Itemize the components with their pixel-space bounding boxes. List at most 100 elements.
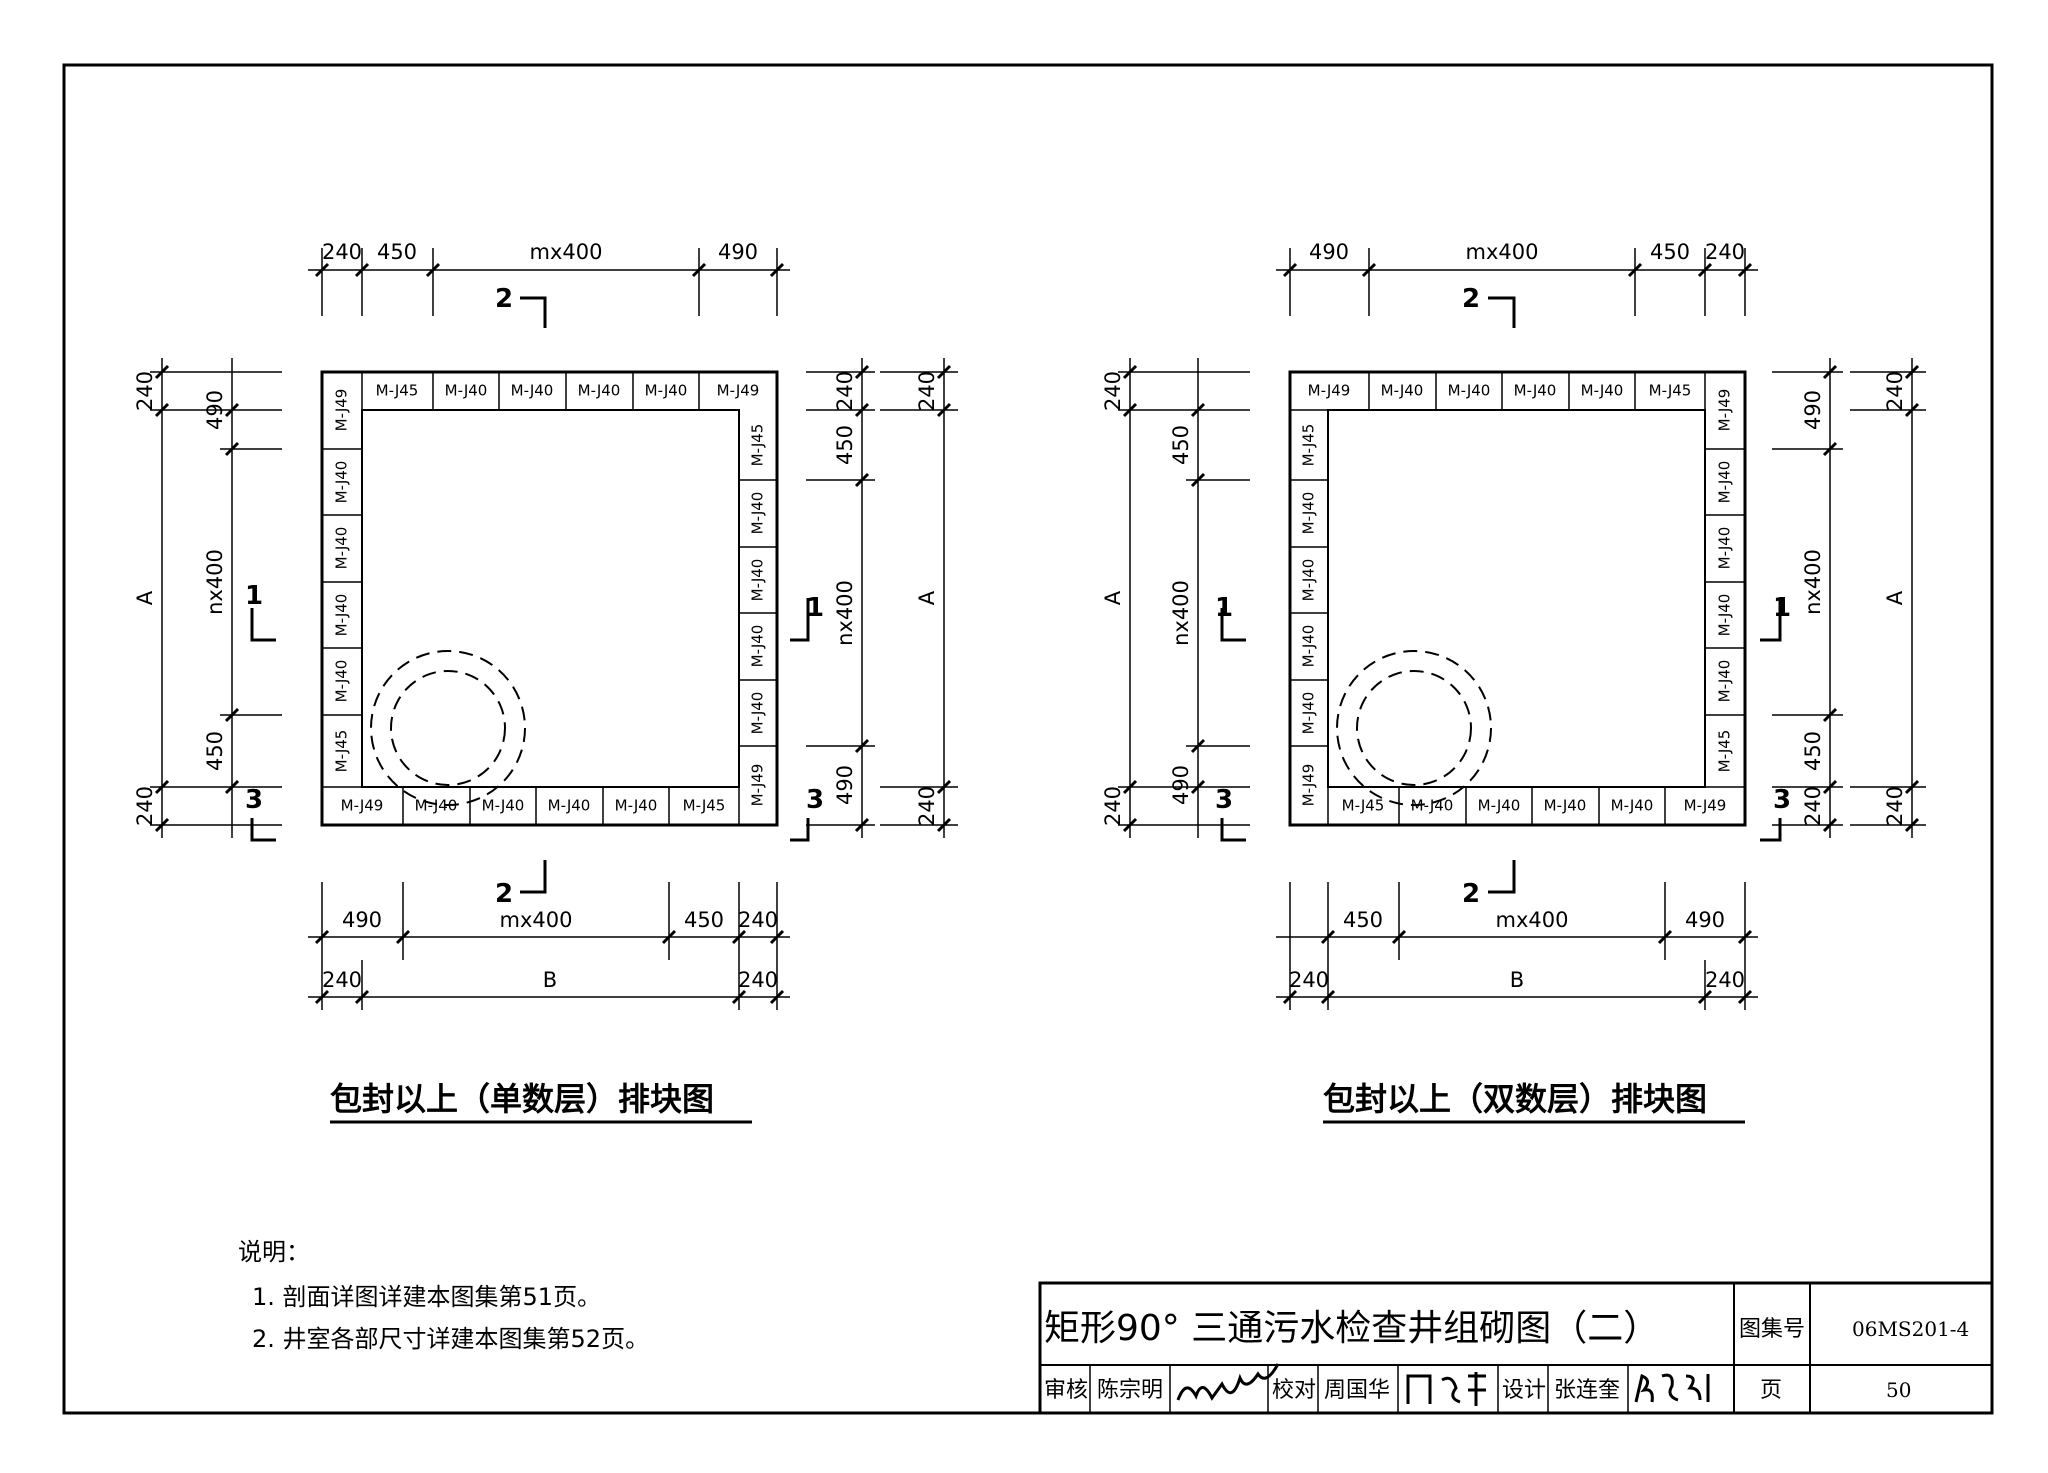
title-block: 矩形90° 三通污水检查井组砌图（二） 图集号 06MS201-4 审核 陈宗明…	[1038, 1281, 1994, 1415]
block-label: M-J40	[749, 625, 767, 668]
wall-inner	[361, 409, 740, 788]
drawing-title: 矩形90° 三通污水检查井组砌图（二）	[1044, 1308, 1659, 1349]
svg-text:2: 2	[495, 284, 513, 314]
dims-left-plan	[150, 248, 958, 1010]
block-label: M-J49	[717, 382, 760, 400]
svg-text:1: 1	[806, 593, 824, 623]
designer-name: 张连奎	[1554, 1378, 1620, 1403]
section-marks	[250, 296, 1782, 894]
reviewer-name: 陈宗明	[1097, 1378, 1163, 1403]
block-label: M-J45	[1342, 797, 1385, 815]
design-label: 设计	[1502, 1378, 1546, 1403]
block-label: M-J40	[333, 594, 351, 637]
dimension-label: A	[1883, 590, 1907, 605]
pipe-outer-circle	[1336, 650, 1492, 806]
block-label: M-J49	[1300, 764, 1318, 807]
dimension-label: 450	[1650, 240, 1690, 264]
dimension-label: 490	[833, 765, 857, 805]
dimension-label: 490	[1685, 908, 1725, 932]
dimension-label: 450	[684, 908, 724, 932]
block-label: M-J40	[333, 461, 351, 504]
atlas-label: 图集号	[1739, 1317, 1805, 1342]
dimension-label: mx400	[500, 908, 573, 932]
block-label: M-J40	[1581, 382, 1624, 400]
dimension-label: 490	[342, 908, 382, 932]
note-1: 1. 剖面详图详建本图集第51页。	[252, 1283, 601, 1311]
dimension-label: 240	[1883, 786, 1907, 826]
dimension-label: 240	[1101, 371, 1125, 411]
svg-text:2: 2	[495, 879, 513, 909]
block-label: M-J40	[333, 660, 351, 703]
dimension-label: 240	[1705, 240, 1745, 264]
wall-inner	[1327, 409, 1706, 788]
dimension-label: 240	[1801, 786, 1825, 826]
dimension-label: 240	[915, 786, 939, 826]
dimension-label: 490	[203, 390, 227, 430]
dimension-label: 240	[1883, 371, 1907, 411]
block-label: M-J45	[683, 797, 726, 815]
block-label: M-J40	[1381, 382, 1424, 400]
checker-name: 周国华	[1324, 1378, 1390, 1403]
dimension-label: 240	[738, 908, 778, 932]
block-label: M-J45	[1649, 382, 1692, 400]
block-label: M-J40	[1300, 692, 1318, 735]
block-label: M-J49	[1684, 797, 1727, 815]
dimension-label: mx400	[1466, 240, 1539, 264]
block-label: M-J45	[1300, 424, 1318, 467]
dimension-label: 450	[1343, 908, 1383, 932]
dimension-label: 490	[1309, 240, 1349, 264]
dimension-label: 450	[377, 240, 417, 264]
block-label: M-J40	[1300, 559, 1318, 602]
dimension-label: 490	[1801, 390, 1825, 430]
block-label: M-J40	[1411, 797, 1454, 815]
block-label: M-J40	[511, 382, 554, 400]
wall-outer	[320, 370, 779, 827]
block-label: M-J40	[1611, 797, 1654, 815]
dimension-label: B	[543, 968, 557, 992]
plan-title-odd: 包封以上（单数层）排块图	[330, 1080, 714, 1118]
block-label: M-J45	[1716, 730, 1734, 773]
dimension-label: A	[133, 590, 157, 605]
checker-signature	[1406, 1372, 1486, 1406]
pipe-outer-circle	[370, 650, 526, 806]
dimension-label: 240	[133, 371, 157, 411]
dimension-label: mx400	[1496, 908, 1569, 932]
block-label: M-J49	[1716, 389, 1734, 432]
svg-text:1: 1	[1773, 593, 1791, 623]
block-label: M-J40	[1478, 797, 1521, 815]
block-label: M-J40	[445, 382, 488, 400]
block-label: M-J40	[749, 692, 767, 735]
dimension-label: 240	[322, 968, 362, 992]
notes-heading: 说明：	[238, 1238, 310, 1266]
page-number: 50	[1886, 1378, 1911, 1402]
dimension-label: nx400	[1801, 549, 1825, 615]
pipe-inner-circle	[1356, 670, 1472, 786]
block-label: M-J49	[749, 764, 767, 807]
block-label: M-J45	[749, 424, 767, 467]
block-label: M-J49	[1308, 382, 1351, 400]
reviewer-signature	[1176, 1363, 1280, 1401]
note-2: 2. 井室各部尺寸详建本图集第52页。	[252, 1325, 649, 1353]
dimension-label: 240	[833, 371, 857, 411]
plan-title-even: 包封以上（双数层）排块图	[1323, 1080, 1707, 1118]
dimension-label: 240	[1101, 786, 1125, 826]
dimension-label: A	[915, 590, 939, 605]
block-label: M-J40	[333, 527, 351, 570]
block-label: M-J40	[578, 382, 621, 400]
section-labels: 2 2 1 3 1 3 2 2 1 3 1 3	[245, 284, 1791, 909]
dimension-label: B	[1510, 968, 1524, 992]
block-label: M-J40	[1300, 625, 1318, 668]
svg-text:2: 2	[1462, 879, 1480, 909]
block-label: M-J40	[749, 559, 767, 602]
svg-text:3: 3	[1773, 785, 1791, 815]
dimension-label: 450	[833, 425, 857, 465]
dimension-label: nx400	[1169, 580, 1193, 646]
block-label: M-J40	[548, 797, 591, 815]
dimension-label: 240	[322, 240, 362, 264]
block-label: M-J40	[482, 797, 525, 815]
dimension-label: 240	[915, 371, 939, 411]
check-label: 校对	[1272, 1378, 1316, 1403]
svg-text:3: 3	[806, 785, 824, 815]
